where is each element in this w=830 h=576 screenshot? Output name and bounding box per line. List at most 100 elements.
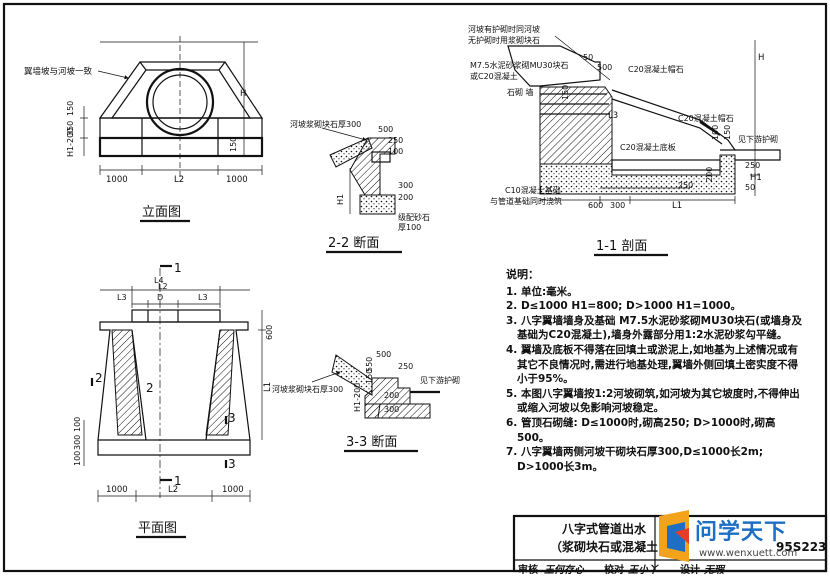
section-1-1-dim: 200 (705, 167, 714, 182)
watermark-brand: 问学天下 (695, 520, 788, 545)
plan-dim-top: L3 (198, 293, 208, 302)
pipe-circle (145, 67, 215, 137)
elevation-callout: 翼墙坡与河坡一致 (24, 66, 93, 77)
section-1-1-dim: H (758, 53, 764, 63)
section-1-1-dim: 150 (723, 125, 732, 140)
drawing-title-line-2: （浆砌块石或混凝土 (550, 540, 659, 554)
section-2-2-title: 2-2 断面 (328, 236, 379, 251)
section-1-1-title: 1-1 剖面 (596, 239, 647, 254)
section-1-1-dim: 150 (561, 85, 570, 100)
elevation-dim-left-3: 150 (66, 101, 75, 116)
section-2-2-dim: 500 (378, 125, 393, 134)
drawing-number: 95S223 (776, 540, 827, 554)
plan-dim-top: D (157, 293, 163, 302)
section-1-1-dim: L1 (672, 201, 682, 211)
section-1-1-callout: C20混凝土帽石 (628, 64, 684, 74)
row-label-check: 校对 (604, 565, 624, 576)
section-3-3-dim: 200 (384, 391, 399, 400)
elevation-dim-left-1: H1-200 (66, 128, 75, 157)
title-block: 八字式管道出水 （浆砌块石或混凝土 95S223 审核 王何存心 校对 王小丫 … (514, 516, 827, 576)
notes-block: 说明： 1. 单位:毫米。 2. D≤1000 H1=800; D>1000 H… (506, 268, 806, 474)
plan-cut-label: 1 (174, 474, 182, 488)
plan-dim-right: 600 (265, 325, 274, 340)
section-1-1-dim: 600 (588, 201, 603, 210)
section-3-3-dim: H1-200 (353, 383, 362, 412)
elevation-dim-right-1: H (240, 89, 246, 99)
section-1-1-callout: C10混凝土基础 (505, 185, 561, 195)
plan-dim-top: L4 (154, 276, 164, 285)
section-2-2-dim: H1 (336, 194, 345, 205)
note-item: 6. 管顶石砌缝: D≤1000时,砌高250; D>1000时,砌高500。 (506, 416, 776, 444)
section-3-3-dim: 500 (376, 350, 391, 359)
plan-view: 1 1 2 2 3 3 L4 L3 D L3 L2 600 L1 100 300… (73, 261, 274, 539)
section-3-3-title: 3-3 断面 (346, 435, 397, 450)
note-item: 5. 本图八字翼墙按1:2河坡砌筑,如河坡为其它坡度时,不得伸出或缩入河坡以免影… (506, 387, 800, 415)
plan-cut-label: 3 (228, 457, 236, 471)
section-2-2-note-1: 级配砂石 (398, 212, 430, 222)
watermark-emblem-icon (659, 510, 689, 562)
section-3-3-view: 河坡浆砌块石厚300 见下游护砌 500 250 H1-200 550 150 … (272, 350, 460, 453)
elevation-title: 立面图 (142, 205, 181, 220)
notes-heading: 说明： (506, 268, 539, 281)
plan-cut-label: 2 (146, 381, 154, 395)
section-2-2-view: 河坡浆砌块石厚300 500 250 100 300 200 H1 级配砂石 厚… (290, 119, 430, 254)
note-item: 7. 八字翼墙两侧河坡干砌块石厚300,D≤1000长2m; D>1000长3m… (506, 446, 764, 473)
section-3-3-callout-right: 见下游护砌 (420, 375, 460, 385)
plan-dim-top: L2 (158, 282, 168, 291)
elevation-dim-left-2: 350 (66, 121, 75, 136)
watermark-url: www.wenxuett.com (699, 548, 798, 559)
plan-dim-bottom: 1000 (222, 485, 244, 495)
row-label-review: 审核 (518, 565, 538, 576)
signature-design: 无瑕 (704, 565, 724, 576)
note-item: 3. 八字翼墙墙身及基础 M7.5水泥砂浆砌MU30块石(或墙身及基础为C20混… (506, 314, 803, 342)
section-1-1-dim: 250 (678, 181, 693, 190)
plan-dim-left: 100 (73, 417, 82, 432)
section-2-2-dim: 200 (398, 193, 413, 202)
plan-dim-left: 100 (73, 451, 82, 466)
elevation-dim-bottom-1: 1000 (106, 175, 128, 185)
elevation-dim-bottom-3: 1000 (226, 175, 248, 185)
section-2-2-dim: 100 (388, 147, 403, 156)
elevation-dim-bottom-2: L2 (174, 175, 184, 185)
section-1-1-callout: 石砌 墙 (507, 87, 534, 97)
section-2-2-dim: 300 (398, 181, 413, 190)
plan-dim-bottom: L2 (168, 485, 178, 495)
signature-check: 王小丫 (628, 565, 658, 576)
section-1-1-view: 河坡有护砌时同河坡 无护砌时用浆砌块石 M7.5水泥砂浆砌MU30块石 或C20… (468, 24, 781, 257)
section-1-1-callout: 河坡有护砌时同河坡 (468, 24, 540, 34)
section-3-3-callout: 河坡浆砌块石厚300 (272, 384, 343, 394)
elevation-dim-right-2: 150 (229, 137, 238, 152)
section-1-1-dim: 50 (583, 53, 593, 62)
section-2-2-callout: 河坡浆砌块石厚300 (290, 119, 361, 129)
section-3-3-dim: 550 (365, 357, 374, 372)
watermark-logo: 问学天下 www.wenxuett.com (655, 508, 825, 570)
row-label-design: 设计 (680, 565, 700, 576)
section-1-1-callout: C20混凝土帽石 (678, 113, 734, 123)
section-1-1-dim: 500 (597, 63, 612, 72)
plan-dim-right: L1 (263, 382, 273, 392)
section-1-1-callout: 或C20混凝土 (470, 71, 518, 81)
elevation-view: 翼墙坡与河坡一致 H1-200 350 150 H 150 1000 L2 10… (24, 36, 264, 223)
section-1-1-dim: 50 (745, 183, 755, 192)
section-1-1-dim: 250 (745, 161, 760, 170)
note-item: 1. 单位:毫米。 (506, 285, 578, 298)
section-1-1-callout: C20混凝土底板 (620, 142, 676, 152)
plan-dim-top: L3 (117, 293, 127, 302)
section-1-1-dim: 100 (711, 125, 720, 140)
section-1-1-dim: L3 (608, 111, 618, 121)
note-item: 4. 翼墙及底板不得落在回填土或淤泥上,如地基为上述情况或有其它不良情况时,需进… (506, 343, 798, 386)
section-1-1-dim: H1 (750, 173, 762, 183)
drawing-title-line-1: 八字式管道出水 (562, 522, 647, 536)
plan-title: 平面图 (138, 521, 177, 536)
section-3-3-dim: 150 (365, 369, 374, 384)
plan-dim-left: 300 (73, 435, 82, 450)
section-2-2-dim: 250 (388, 136, 403, 145)
plan-cut-label: 2 (95, 371, 103, 385)
plan-cut-label: 1 (174, 261, 182, 275)
section-1-1-dim: 300 (610, 201, 625, 210)
plan-dim-bottom: 1000 (106, 485, 128, 495)
section-1-1-callout: M7.5水泥砂浆砌MU30块石 (470, 60, 569, 70)
section-3-3-dim: 250 (398, 362, 413, 371)
